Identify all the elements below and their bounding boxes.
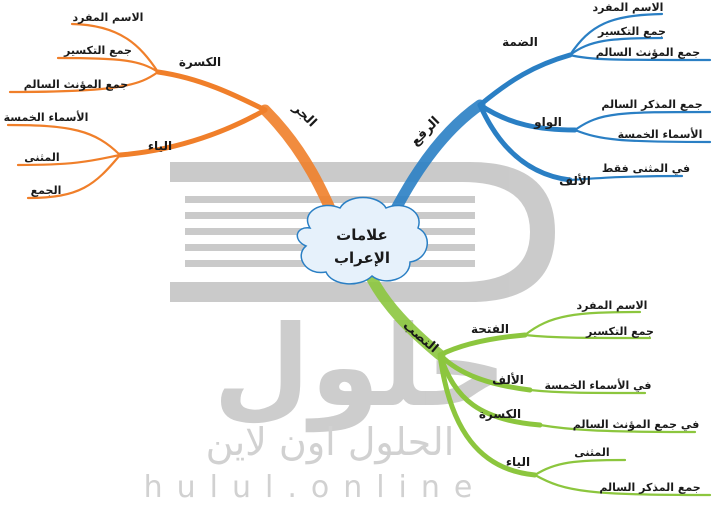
nasb-yaa-item-1: المثنى <box>574 446 609 459</box>
raf-alif-label: الألف <box>559 173 591 188</box>
yaa-n-item-1-line <box>533 458 627 477</box>
jarr-yaa-label: الياء <box>148 139 172 153</box>
jarr-to-yaa <box>117 107 268 158</box>
nasb-alif-label: الألف <box>492 372 524 387</box>
yaa-item-3-line <box>26 153 122 200</box>
damma-item-3-line <box>568 53 712 62</box>
nasb-to-fatha <box>437 332 528 358</box>
raf-damma-item-1: الاسم المفرد <box>593 1 664 14</box>
trunk-nasb <box>364 269 446 361</box>
jarr-branch <box>6 22 268 200</box>
raf-to-damma <box>477 52 573 108</box>
yaa-item-1-line <box>6 123 122 157</box>
raf-waw-item-1: جمع المذكر السالم <box>601 98 702 111</box>
nasb-kasra-label: الكسرة <box>479 407 521 421</box>
nasb-yaa-item-2: جمع المذكر السالم <box>599 481 700 494</box>
raf-branch <box>477 12 712 183</box>
nasb-fatha-item-2: جمع التكسير <box>585 325 654 338</box>
waw-item-2-line <box>573 128 712 144</box>
raf-to-alif <box>477 102 573 183</box>
nasb-fatha-item-1: الاسم المفرد <box>577 299 648 312</box>
raf-damma-item-3: جمع المؤنث السالم <box>596 46 700 59</box>
jarr-yaa-item-1: الأسماء الخمسة <box>4 110 89 124</box>
raf-alif-item-1: في المثنى فقط <box>602 162 690 175</box>
fatha-item-1-line <box>523 310 642 337</box>
yaa-n-item-2-line <box>533 473 712 497</box>
watermark-latin: hulul.online <box>144 470 487 505</box>
nasb-yaa-label: الياء <box>506 455 530 469</box>
center-title-line1: علامات <box>336 226 388 244</box>
center-cloud <box>296 196 428 285</box>
nasb-fatha-label: الفتحة <box>471 322 509 336</box>
damma-item-2-line <box>568 36 664 57</box>
jarr-kasra-item-2: جمع التكسير <box>63 44 132 57</box>
watermark-d-shape <box>170 162 555 302</box>
nasb-to-kasra <box>437 352 543 428</box>
jarr-to-kasra <box>155 69 268 113</box>
kasra-item-1-line <box>70 22 160 74</box>
nasb-kasra-item-1: في جمع المؤنث السالم <box>573 418 700 431</box>
watermark-logo: حلول <box>213 302 507 432</box>
nasb-alif-item-1: في الأسماء الخمسة <box>545 378 652 392</box>
alif-item-1-line <box>568 174 684 182</box>
kasra-item-3-line <box>8 70 160 94</box>
center-node: علامات الإعراب <box>296 196 428 285</box>
jarr-kasra-item-3: جمع المؤنث السالم <box>24 78 128 91</box>
fatha-item-2-line <box>523 333 652 340</box>
center-title-line2: الإعراب <box>334 249 390 267</box>
raf-damma-label: الضمة <box>502 35 538 49</box>
yaa-item-2-line <box>16 153 122 167</box>
jarr-yaa-item-3: الجمع <box>31 184 62 197</box>
jarr-label: الجر <box>289 100 319 130</box>
raf-waw-item-2: الأسماء الخمسة <box>618 127 703 141</box>
nasb-to-alif <box>437 352 533 393</box>
waw-item-1-line <box>573 110 712 132</box>
damma-item-1-line <box>568 12 664 57</box>
kasra-item-2-line <box>56 56 160 74</box>
jarr-kasra-label: الكسرة <box>179 55 221 69</box>
kasra-n-item-1-line <box>538 423 697 434</box>
nasb-branch <box>437 310 712 497</box>
nasb-to-yaa <box>437 352 538 478</box>
jarr-yaa-item-2: المثنى <box>24 151 59 164</box>
alif-n-item-1-line <box>528 388 647 395</box>
watermark-arabic: الحلول اون لاين <box>206 420 455 465</box>
jarr-kasra-item-1: الاسم المفرد <box>73 11 144 24</box>
raf-damma-item-2: جمع التكسير <box>597 25 666 38</box>
raf-to-waw <box>477 102 578 133</box>
raf-waw-label: الواو <box>533 115 562 130</box>
